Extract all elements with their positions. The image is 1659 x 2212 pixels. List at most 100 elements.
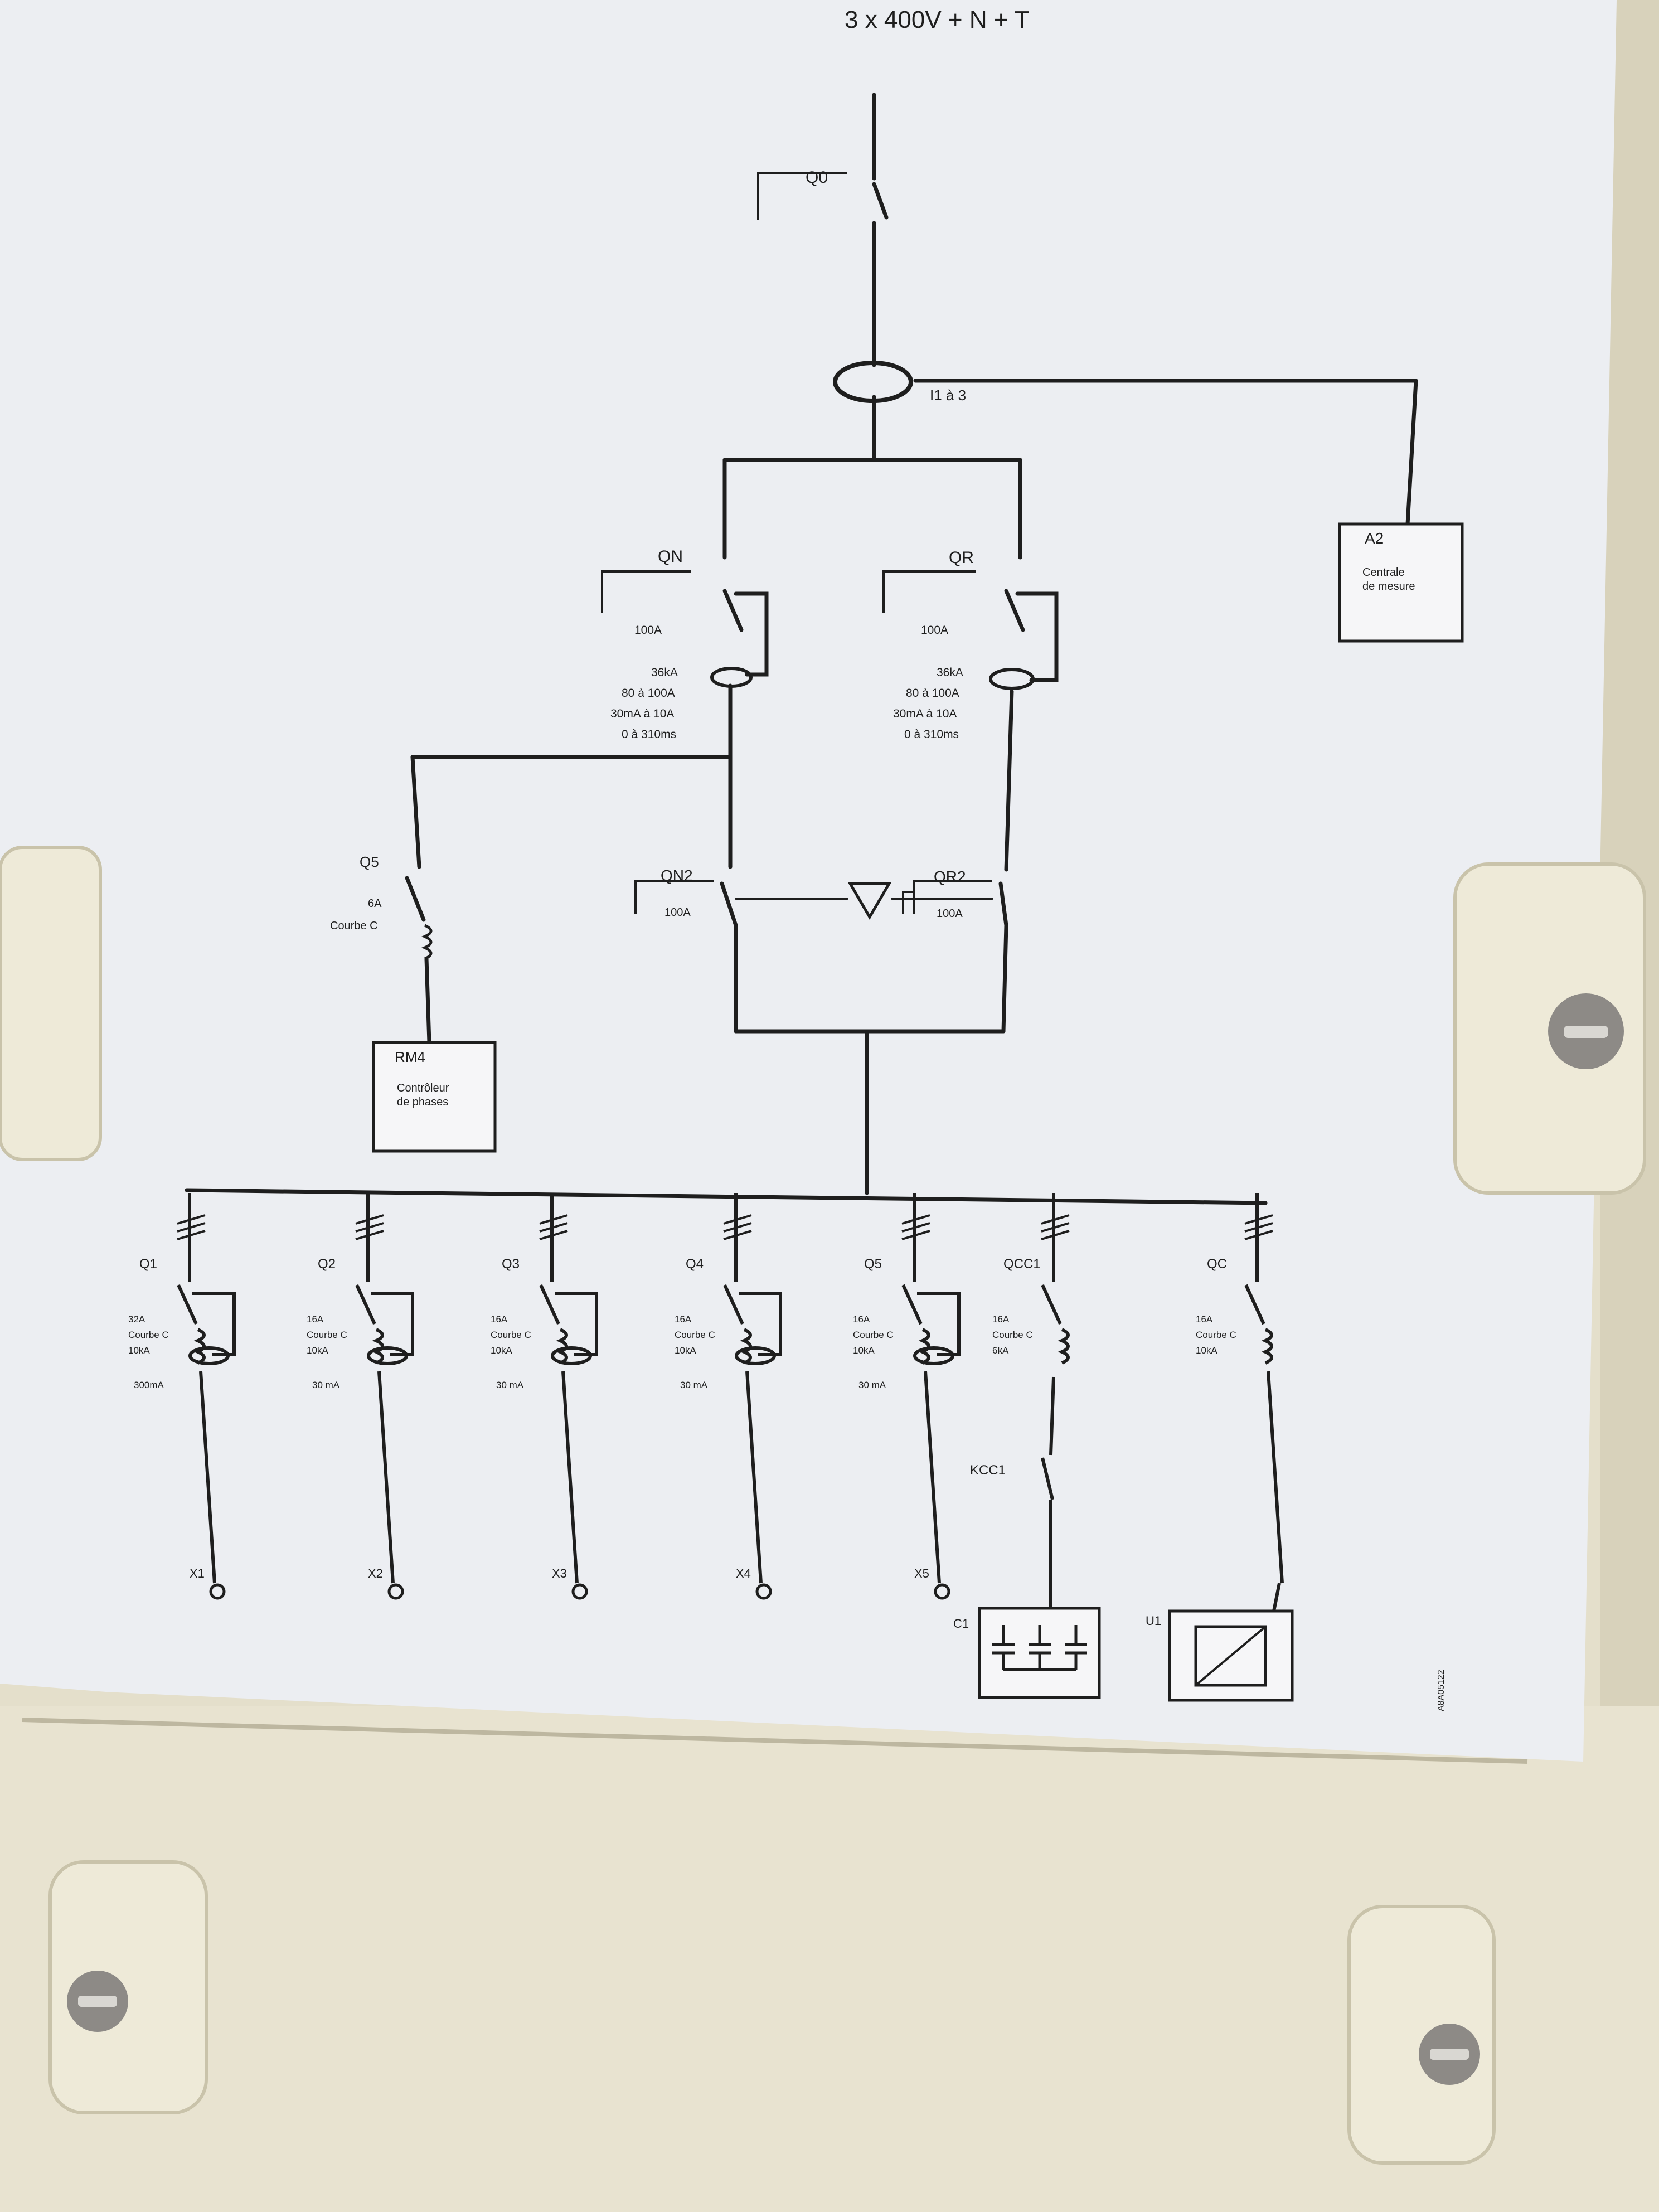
rcd-toroid-icon [551,1346,592,1365]
conductor-tick [723,1222,752,1233]
q5p-rating: 6A [368,898,382,910]
conductor-tick [177,1230,206,1240]
conductor-tick [901,1214,930,1225]
rcd-link [739,1292,782,1356]
qn-handle-icon [601,570,691,613]
rcd-link [917,1292,961,1356]
feeder-spec: Courbe C [675,1330,715,1340]
feeder-rcd: 30 mA [312,1380,340,1390]
feeder-spec: 10kA [307,1345,328,1356]
qr2-ref: QR2 [934,868,966,885]
feeder-spec: Courbe C [992,1330,1033,1340]
thermal-trip-icon [918,1328,930,1365]
interlock-icon [847,882,892,920]
feeder-spec: 16A [491,1314,508,1325]
breaker-qn: QN 100A 36kA 80 à 100A 30mA à 10A 0 à 31… [601,547,753,741]
feeder-breaker-contact [723,1284,744,1325]
meter-line2: de mesure [1362,580,1415,593]
qn2-handle-icon [634,880,714,914]
thermal-trip-icon [556,1328,568,1365]
feeder-spec: Courbe C [307,1330,347,1340]
qr-spec-3: 0 à 310ms [904,728,959,741]
capacitor-icon [992,1625,1087,1671]
qr-spec-0: 36kA [937,666,963,679]
feeder-spec: 16A [675,1314,692,1325]
switch-qr2: QR2 100A [913,868,992,920]
latch-right-lower[interactable] [1347,1905,1496,2165]
feeder-wire [1049,1376,1055,1456]
feeder-spec: Courbe C [491,1330,531,1340]
capacitor-bank: C1 [953,1607,1101,1699]
qr2-handle-icon [913,880,992,914]
latch-left-lower[interactable] [48,1860,208,2114]
qn-spec-0: 36kA [651,666,678,679]
thermal-trip-icon [421,924,433,961]
contactor-ref: KCC1 [970,1463,1006,1478]
conductor-tick [355,1230,384,1240]
schematic-sheet [0,0,1617,1762]
qn-spec-1: 80 à 100A [622,687,675,700]
feeder-breaker-contact [901,1284,923,1325]
switch-qn2: QN2 100A [634,867,714,919]
thermal-trip-icon [1261,1328,1273,1365]
feeder-out: X3 [552,1566,567,1580]
rm4-line2: de phases [397,1096,448,1108]
conductor-tick [901,1230,930,1240]
qn-spec-3: 0 à 310ms [622,728,676,741]
feeder-spec: 10kA [491,1345,512,1356]
terminal-icon [387,1583,404,1600]
conductor-tick [723,1214,752,1225]
door-seam [22,1718,1528,1764]
qr-handle-icon [882,570,976,613]
conductor-tick [539,1230,568,1240]
feeder-spec: 16A [992,1314,1010,1325]
feeder-spec: 16A [1196,1314,1213,1325]
rcd-toroid-icon [367,1346,408,1365]
thermal-trip-icon [372,1328,384,1365]
terminal-icon [934,1583,950,1600]
feeder-spec: 6kA [992,1345,1009,1356]
feeder-ref: Q1 [139,1257,157,1272]
conductor-tick [1244,1222,1273,1233]
feeder-spec: Courbe C [128,1330,169,1340]
conductor-tick [1244,1230,1273,1240]
qn-spec-2: 30mA à 10A [610,707,674,720]
phase-controller-box: RM4 Contrôleur de phases [372,1041,497,1153]
feeder-out: X2 [368,1566,383,1580]
feeder-breaker-contact [177,1284,198,1325]
qr2-rating: 100A [937,908,963,920]
rcd-toroid-icon [188,1346,230,1365]
feeder-spec: 10kA [1196,1345,1217,1356]
feeder-rcd: 30 mA [858,1380,886,1390]
feeder-out: X1 [190,1566,205,1580]
q0-handle-icon [757,172,847,220]
latch-right-upper[interactable] [1453,862,1646,1195]
q0-label: Q0 [806,168,828,187]
doc-code: A8A05122 [1437,1670,1446,1711]
inverter-icon [1194,1625,1267,1687]
qn2-ref: QN2 [661,867,693,884]
conductor-tick [177,1214,206,1225]
current-transformer-icon [833,361,913,403]
feeder-rcd: 30 mA [680,1380,708,1390]
supply-label: 3 x 400V + N + T [845,6,1030,33]
feeder-ref: QCC1 [1003,1257,1041,1272]
feeder-wire [199,1371,216,1584]
breaker-qr: QR 100A 36kA 80 à 100A 30mA à 10A 0 à 31… [882,549,1035,741]
contactor-contact [1041,1457,1054,1500]
conductor-tick [1041,1222,1070,1233]
terminal-icon [755,1583,772,1600]
feeder-out: X5 [914,1566,929,1580]
feeder-spec: Courbe C [1196,1330,1236,1340]
conductor-tick [539,1222,568,1233]
feeder-ref: Q4 [686,1257,704,1272]
latch-left-upper[interactable] [0,846,102,1161]
thermal-trip-icon [740,1328,752,1365]
feeder-spec: 10kA [853,1345,875,1356]
feeder-wire [1272,1583,1281,1612]
conductor-tick [723,1230,752,1240]
conductor-tick [1041,1230,1070,1240]
rm4-line1: Contrôleur [397,1082,449,1094]
conductor-tick [1041,1214,1070,1225]
